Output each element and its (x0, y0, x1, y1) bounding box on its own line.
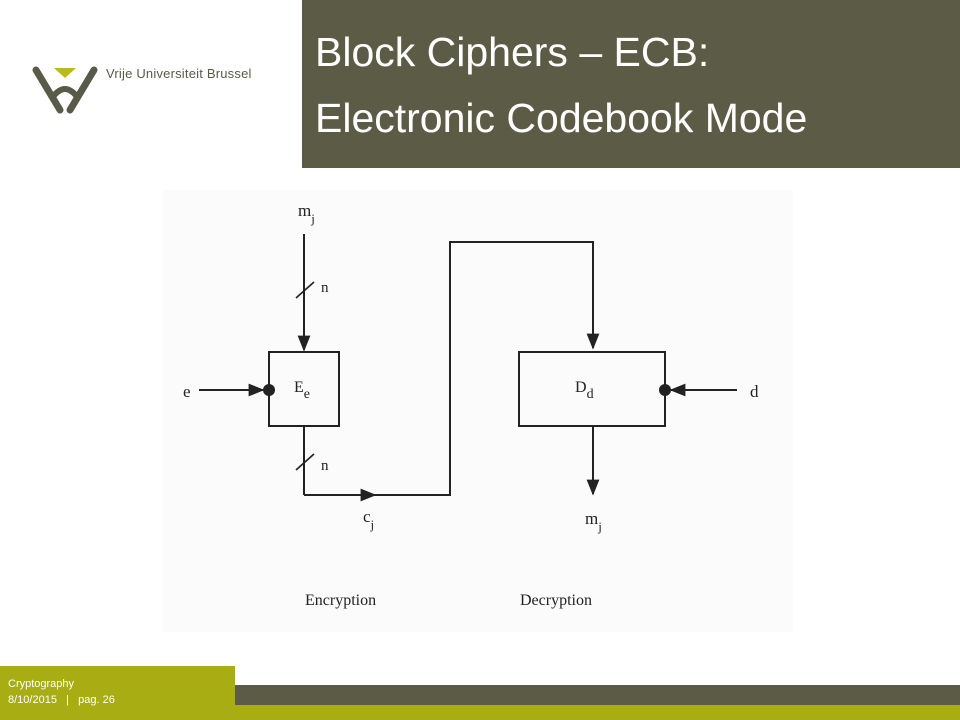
footer-dark-bar (235, 685, 960, 705)
encryption-caption: Encryption (305, 592, 376, 609)
ciphertext-path (375, 241, 600, 496)
vub-logo-icon (32, 66, 98, 114)
vub-logo: Vrije Universiteit Brussel (30, 58, 290, 122)
bits-label-bottom: n (321, 458, 329, 474)
bit-width-tick-bottom (295, 453, 315, 471)
decrypt-box (518, 351, 666, 427)
bit-width-tick-top (295, 281, 315, 299)
decrypt-box-label: Dd (575, 379, 594, 402)
footer-page: pag. 26 (78, 694, 115, 706)
plaintext-input-label: mj (298, 201, 315, 226)
encrypt-key-port (263, 384, 275, 396)
title-box: Block Ciphers – ECB: Electronic Codebook… (302, 0, 960, 168)
footer-olive-bar (0, 705, 960, 720)
footer-meta: 8/10/2015 | pag. 26 (8, 694, 115, 706)
ecb-diagram: mj n Ee e n cj Dd d mj Encryption Decryp… (163, 190, 793, 632)
footer-date: 8/10/2015 (8, 694, 57, 706)
footer-separator: | (66, 694, 69, 706)
ciphertext-label: cj (363, 507, 374, 532)
slide-title-line1: Block Ciphers – ECB: (315, 29, 710, 75)
plaintext-output-label: mj (585, 509, 602, 534)
encrypt-box-label: Ee (294, 379, 310, 402)
decrypt-key-port (659, 384, 671, 396)
footer-course: Cryptography (8, 678, 75, 690)
encrypt-key-label: e (183, 382, 191, 401)
decrypt-key-label: d (750, 382, 759, 401)
logo-text: Vrije Universiteit Brussel (106, 66, 252, 81)
decryption-caption: Decryption (520, 592, 592, 609)
footer-label-block (0, 666, 235, 705)
bits-label-top: n (321, 280, 329, 296)
ecb-diagram-svg: mj n Ee e n cj Dd d mj Encryption Decryp… (183, 201, 759, 609)
slide-title-line2: Electronic Codebook Mode (315, 95, 808, 141)
